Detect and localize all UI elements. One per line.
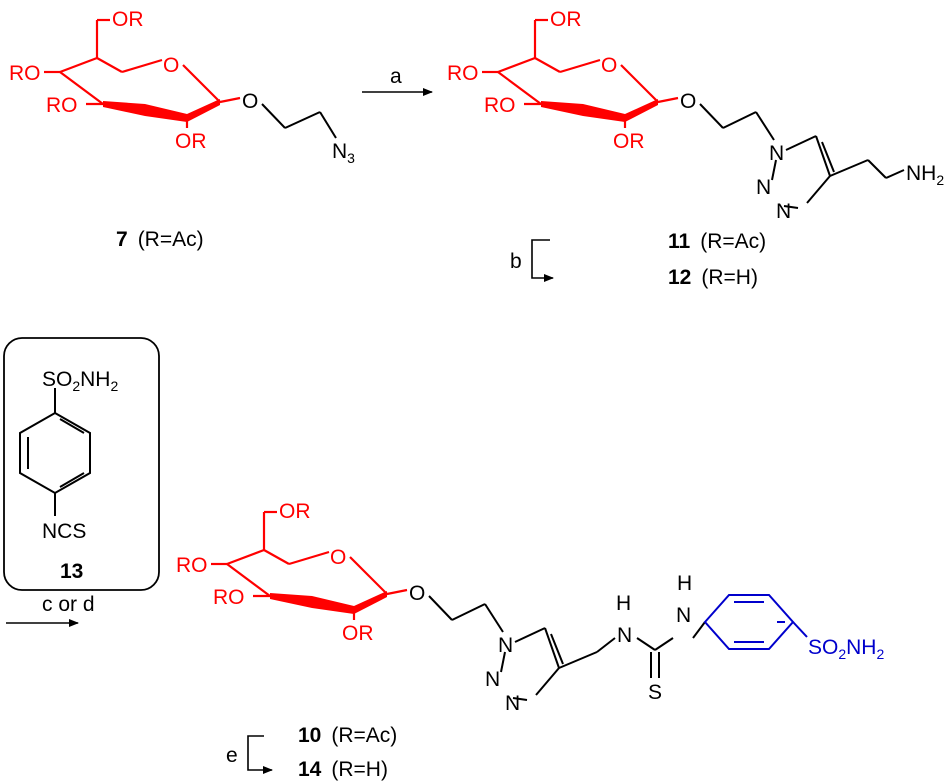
sulfonamide-phenyl-ring: [703, 594, 808, 650]
glycosidic-oxygen-label-11: O: [680, 90, 696, 113]
c3-ro-label-11: RO: [484, 94, 516, 117]
c2-or-label-11: OR: [613, 130, 645, 153]
thiourea-h1-label: H: [616, 592, 631, 615]
reagent-13-box: [3, 337, 160, 591]
compound-10-caption: 10 (R=Ac): [298, 724, 397, 747]
reagent-13-sulfonamide-label: SO2NH2: [42, 368, 118, 394]
c4-ro-label-7: RO: [9, 62, 41, 85]
glycosidic-oxygen-label-10: O: [409, 582, 425, 605]
compound-11-caption: 11 (R=Ac): [668, 230, 766, 253]
step-a-label: a: [390, 65, 402, 88]
c6-or-label-10: OR: [279, 500, 311, 523]
amine-label: NH2: [906, 162, 944, 188]
thione-sulfur-label: S: [648, 681, 662, 704]
c4-ro-label-10: RO: [176, 554, 208, 577]
c2-or-label-7: OR: [175, 130, 207, 153]
ring-oxygen-label-7: O: [163, 54, 179, 77]
c3-ro-label-7: RO: [46, 94, 78, 117]
compound-10-structure: OR RO RO OR O O N N N H N H N S SO2NH2: [176, 500, 884, 715]
arrow-step-e: [247, 735, 273, 774]
compound-7-caption: 7 (R=Ac): [116, 228, 204, 251]
triazole-n1-label-11: N: [769, 142, 784, 165]
compound-12-caption: 12 (R=H): [668, 266, 758, 289]
step-e-label: e: [226, 744, 238, 767]
c3-ro-label-10: RO: [213, 586, 245, 609]
triazole-n2-label-11: N: [756, 176, 771, 199]
reagent-13-ncs-label: NCS: [42, 520, 86, 543]
thiourea-h2-label: H: [677, 572, 692, 595]
c4-ro-label-11: RO: [447, 62, 479, 85]
arrow-step-b: [531, 239, 554, 282]
reagent-13-structure: [19, 388, 91, 516]
glucose-ring-7: [44, 18, 241, 128]
triazole-n3-label-10: N: [505, 692, 520, 715]
thiourea-n1-label: N: [617, 624, 632, 647]
ethyl-linker-7: [261, 103, 337, 139]
thiourea-n2-label: N: [676, 604, 691, 627]
compound-7-structure: OR RO RO OR O O N3: [9, 8, 355, 166]
compound-11-structure: OR RO RO OR O O N N N NH2: [447, 8, 944, 223]
c2-or-label-10: OR: [342, 622, 374, 645]
c6-or-label-7: OR: [112, 8, 144, 31]
ring-oxygen-label-10: O: [330, 546, 346, 569]
step-cd-label: c or d: [42, 593, 95, 616]
aryl-sulfonamide-label: SO2NH2: [808, 636, 884, 662]
c6-or-label-11: OR: [550, 8, 582, 31]
ring-oxygen-label-11: O: [601, 54, 617, 77]
glycosidic-oxygen-label-7: O: [242, 90, 258, 113]
triazole-n2-label-10: N: [485, 668, 500, 691]
triazole-n3-label-11: N: [776, 200, 791, 223]
compound-13-caption: 13: [60, 560, 83, 583]
triazole-n1-label-10: N: [498, 634, 513, 657]
compound-14-caption: 14 (R=H): [298, 758, 388, 781]
step-b-label: b: [510, 250, 522, 273]
azide-label: N3: [332, 140, 355, 166]
